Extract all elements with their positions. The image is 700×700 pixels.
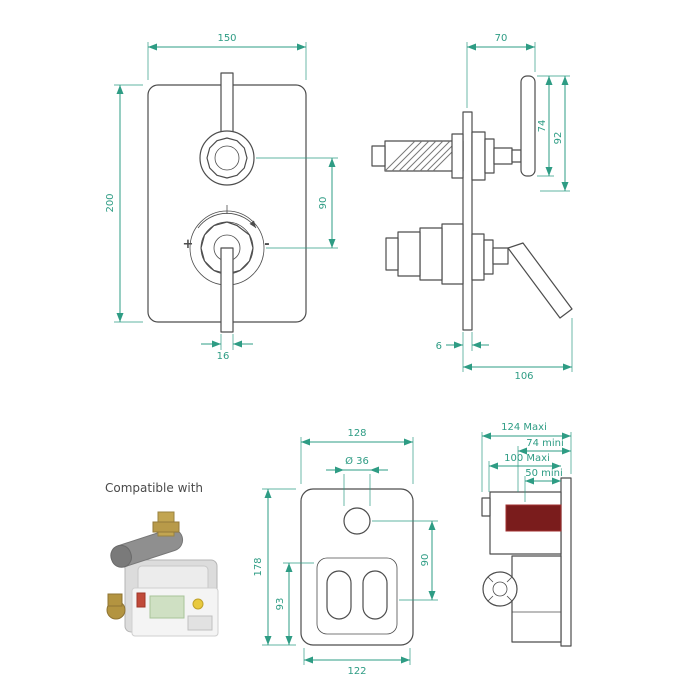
bottom-lever <box>220 247 234 333</box>
bottom-lever-side <box>507 242 573 319</box>
dim-box-bottom-width: 122 <box>303 648 411 677</box>
box-side-valve-inner <box>492 581 508 597</box>
svg-text:Ø 36: Ø 36 <box>345 455 369 467</box>
box-front-view: 128 Ø 36 178 93 90 <box>253 428 438 677</box>
svg-text:106: 106 <box>514 371 533 382</box>
dim-side-plate: 6 <box>436 332 489 372</box>
dim-box-embed-max: 100 Maxi <box>488 453 561 492</box>
svg-text:122: 122 <box>347 666 366 677</box>
top-lever <box>220 72 234 136</box>
top-hub-inner <box>214 145 240 171</box>
box-side-view: 124 Maxi 74 mini 100 Maxi 50 mini <box>481 422 572 647</box>
bottom-hub-collar <box>483 239 494 275</box>
top-hub-side <box>471 131 486 181</box>
dim-box-hole-offset: 90 <box>372 520 438 601</box>
box-hole <box>343 507 371 535</box>
top-hub-facets <box>206 137 248 179</box>
dim-box-inner-height: 93 <box>275 562 314 645</box>
dim-box-hole: Ø 36 <box>326 455 388 506</box>
top-hub-collar <box>484 138 495 174</box>
plus-sign: + <box>183 237 194 252</box>
bottom-hub-side <box>471 233 485 281</box>
wall-plate <box>462 111 473 331</box>
box-side-adjust-zone <box>505 504 562 532</box>
svg-text:90: 90 <box>420 554 431 567</box>
svg-text:124 Maxi: 124 Maxi <box>501 422 547 433</box>
svg-text:90: 90 <box>318 197 329 210</box>
bottom-body-stem <box>385 237 399 271</box>
dim-front-lever-width: 16 <box>201 334 253 362</box>
svg-text:92: 92 <box>553 132 564 145</box>
box-slot-right <box>362 570 388 620</box>
compatible-product-photo <box>106 511 219 637</box>
svg-text:74: 74 <box>537 120 548 133</box>
top-flange <box>451 133 464 179</box>
dim-side-depth: 106 <box>463 318 573 382</box>
dim-side-projection: 70 <box>466 33 536 108</box>
dim-front-height: 200 <box>105 84 143 323</box>
front-view: + - 150 200 90 16 <box>105 33 338 362</box>
top-lever-arm <box>511 149 522 163</box>
svg-text:93: 93 <box>275 598 286 611</box>
bottom-body-step2 <box>419 227 443 281</box>
bottom-shaft <box>492 247 509 265</box>
box-side-fitting <box>481 497 491 517</box>
top-hub-outer <box>199 130 255 186</box>
svg-text:50 mini: 50 mini <box>525 468 563 479</box>
minus-sign: - <box>264 237 269 252</box>
compatible-label: Compatible with <box>105 481 203 495</box>
svg-text:70: 70 <box>495 33 508 44</box>
box-recess <box>316 557 398 635</box>
side-view: 70 74 92 6 106 <box>371 33 573 382</box>
valve-spoke-3 <box>487 595 494 602</box>
svg-text:6: 6 <box>436 341 442 352</box>
svg-text:128: 128 <box>347 428 366 439</box>
dim-side-lever: 74 <box>537 75 570 177</box>
box-slot-left <box>326 570 352 620</box>
dim-box-depth-max: 124 Maxi <box>481 422 572 492</box>
bottom-body-step1 <box>397 231 421 277</box>
dim-box-width: 128 <box>300 428 414 484</box>
dim-side-height: 92 <box>540 76 570 192</box>
top-lever-side <box>520 75 536 177</box>
box-outline <box>300 488 414 646</box>
valve-spoke-4 <box>506 595 513 602</box>
valve-spoke-2 <box>506 576 513 583</box>
dim-front-width: 150 <box>147 33 307 80</box>
top-cartridge-stem <box>371 145 386 167</box>
box-side-bottom-body <box>511 555 562 643</box>
dim-box-embed-min: 50 mini <box>524 468 563 502</box>
compatible-section: Compatible with <box>105 481 219 637</box>
dim-box-height: 178 <box>253 488 296 646</box>
svg-text:200: 200 <box>105 193 116 212</box>
svg-text:178: 178 <box>253 557 264 576</box>
svg-text:16: 16 <box>217 351 230 362</box>
bottom-body-step3 <box>441 223 464 285</box>
top-shaft <box>493 147 513 165</box>
dim-front-spacing: 90 <box>256 157 338 249</box>
svg-text:74 mini: 74 mini <box>526 438 564 449</box>
box-side-plate <box>560 477 572 647</box>
svg-text:100 Maxi: 100 Maxi <box>504 453 550 464</box>
valve-spoke-1 <box>487 576 494 583</box>
svg-text:150: 150 <box>217 33 236 44</box>
